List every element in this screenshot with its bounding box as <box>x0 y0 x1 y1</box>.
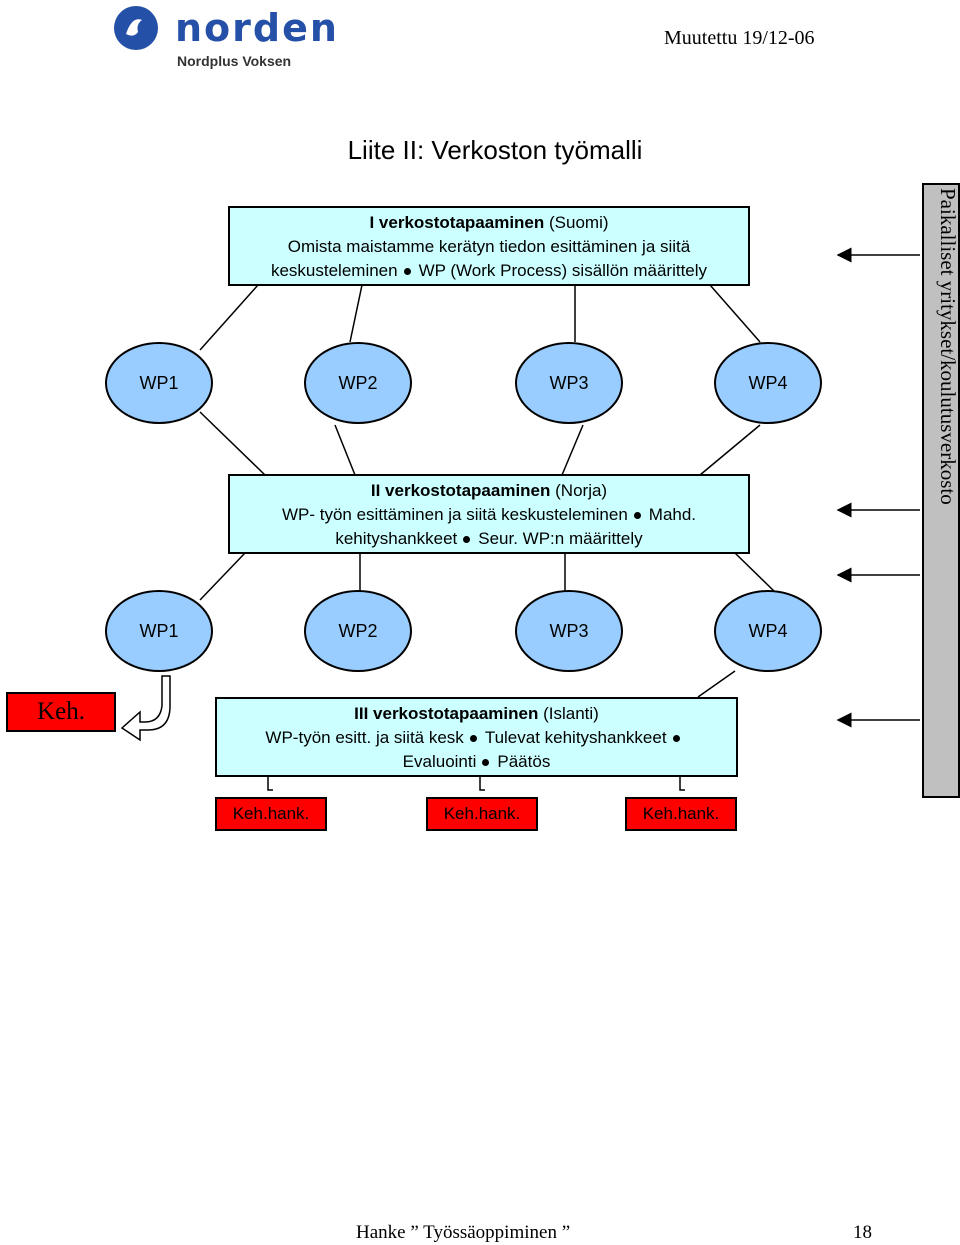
meeting-1-box: I verkostotapaaminen (Suomi) Omista mais… <box>228 206 750 286</box>
meeting-1-line2: Omista maistamme kerätyn tiedon esittämi… <box>287 237 691 256</box>
meeting-2-line2b: Mahd. <box>648 505 697 524</box>
keh-hank-box-1: Keh.hank. <box>215 797 327 831</box>
logo-wordmark: norden <box>175 6 339 50</box>
meeting-1-line3b: WP (Work Process) sisällön määrittely <box>418 261 708 280</box>
wp2-node-row1: WP2 <box>304 342 412 424</box>
wp4-node-row1: WP4 <box>714 342 822 424</box>
connector-wp4-m2 <box>699 424 761 476</box>
meeting-3-line2b: Tulevat kehityshankkeet <box>484 728 667 747</box>
wp1-node-row1: WP1 <box>105 342 213 424</box>
meeting-3-line2a: WP-työn esitt. ja siitä kesk <box>265 728 464 747</box>
wp2-node-row2: WP2 <box>304 590 412 672</box>
meeting-2-heading: II verkostotapaaminen <box>370 481 551 500</box>
connector-wp1-m2 <box>199 411 266 476</box>
connector-wp4-m3 <box>697 670 736 698</box>
bullet-icon <box>463 536 471 544</box>
connector-m3-keh2 <box>479 776 485 791</box>
footer-project: Hanke ” Työssäoppiminen ” <box>356 1222 571 1243</box>
connector-m2-wp4 <box>734 552 776 593</box>
meeting-2-country: (Norja) <box>555 481 608 500</box>
side-network-label: Paikalliset yritykset/koulutusverkosto <box>936 188 960 505</box>
connector-wp3-m2 <box>561 424 584 476</box>
meeting-3-line3b: Päätös <box>497 752 551 771</box>
keh-hank-box-3: Keh.hank. <box>625 797 737 831</box>
connector-m1-wp4 <box>709 284 761 343</box>
meeting-2-line3b: Seur. WP:n määrittely <box>478 529 643 548</box>
wp4-node-row2: WP4 <box>714 590 822 672</box>
meeting-3-heading: III verkostotapaaminen <box>354 704 539 723</box>
keh-label: Keh. <box>6 692 116 732</box>
meeting-2-line2a: WP- työn esittäminen ja siitä keskustele… <box>281 505 628 524</box>
connector-m3-keh3 <box>679 776 685 791</box>
modified-date: Muutettu 19/12-06 <box>664 27 815 49</box>
connector-m3-keh1 <box>267 776 273 791</box>
bullet-icon <box>403 268 411 276</box>
meeting-3-box: III verkostotapaaminen (Islanti) WP-työn… <box>215 697 738 777</box>
bullet-icon <box>482 759 490 767</box>
logo-subtitle: Nordplus Voksen <box>177 53 292 69</box>
connector-wp2-m2 <box>334 424 356 476</box>
curved-arrow-icon <box>120 675 171 742</box>
connector-m2-wp1 <box>199 552 246 601</box>
meeting-3-country: (Islanti) <box>543 704 599 723</box>
side-network-bar <box>922 183 960 798</box>
norden-swan-logo-icon <box>114 6 158 50</box>
bullet-icon <box>469 735 477 743</box>
connector-m1-wp2 <box>349 284 363 343</box>
wp3-node-row1: WP3 <box>515 342 623 424</box>
meeting-2-box: II verkostotapaaminen (Norja) WP- työn e… <box>228 474 750 554</box>
meeting-1-line3a: keskusteleminen <box>270 261 398 280</box>
keh-hank-box-2: Keh.hank. <box>426 797 538 831</box>
meeting-2-line3a: kehityshankkeet <box>335 529 458 548</box>
bullet-icon <box>633 512 641 520</box>
bullet-icon <box>672 735 680 743</box>
page-number: 18 <box>853 1222 872 1243</box>
page-title: Liite II: Verkoston työmalli <box>347 135 643 165</box>
meeting-1-heading: I verkostotapaaminen <box>369 213 545 232</box>
wp3-node-row2: WP3 <box>515 590 623 672</box>
connector-m1-wp1 <box>199 284 259 351</box>
meeting-3-line3a: Evaluointi <box>402 752 477 771</box>
wp1-node-row2: WP1 <box>105 590 213 672</box>
meeting-1-country: (Suomi) <box>549 213 609 232</box>
